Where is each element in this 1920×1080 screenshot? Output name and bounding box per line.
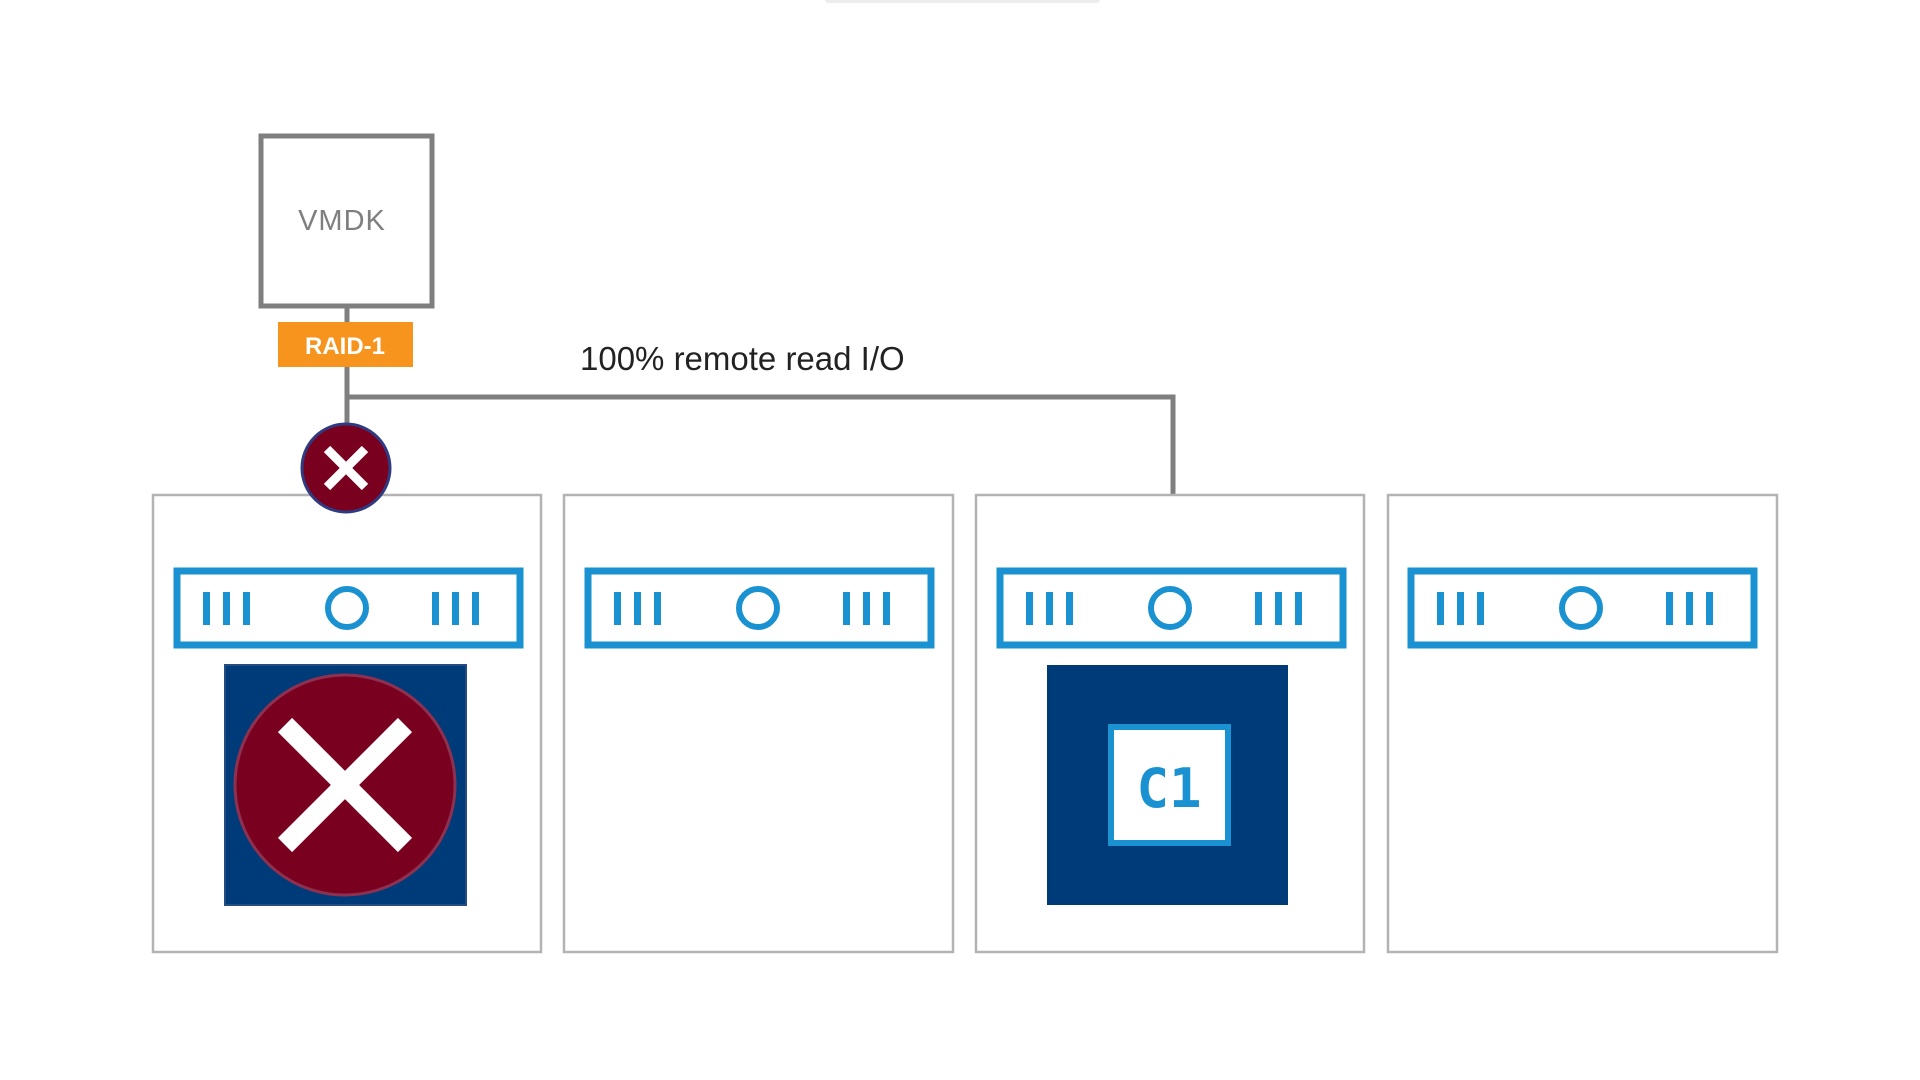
server-vent-bar	[1275, 592, 1282, 625]
server-vent-bar	[1686, 592, 1693, 625]
host-box-2	[562, 493, 955, 954]
server-vent-bar	[863, 592, 870, 625]
server-vent-bar	[1457, 592, 1464, 625]
server-icon	[996, 567, 1347, 649]
server-vent-bar	[1666, 592, 1673, 625]
component-disk: C1	[1047, 665, 1288, 905]
failed-disk	[224, 664, 467, 906]
server-icon	[584, 567, 935, 649]
server-frame	[996, 567, 1347, 649]
server-vent-bar	[1295, 592, 1302, 625]
raid-badge: RAID-1	[278, 322, 413, 367]
server-vent-bar	[203, 592, 210, 625]
server-vent-bar	[1046, 592, 1053, 625]
server-power-light	[1148, 586, 1192, 630]
server-vent-bar	[883, 592, 890, 625]
server-vent-bar	[634, 592, 641, 625]
remote-read-path	[347, 394, 1176, 532]
server-frame	[1407, 567, 1758, 649]
server-icons	[173, 567, 1758, 649]
server-vent-bar	[654, 592, 661, 625]
server-power-light	[736, 586, 780, 630]
failed-disk-x-icon	[277, 717, 413, 853]
path-failure-icon	[300, 422, 392, 514]
server-vent-bar	[1066, 592, 1073, 625]
remote-read-label: 100% remote read I/O	[580, 340, 905, 377]
server-vent-bar	[1026, 592, 1033, 625]
server-vent-bar	[843, 592, 850, 625]
server-icon	[1407, 567, 1758, 649]
path-failure-x-icon	[323, 445, 369, 491]
server-vent-bar	[1477, 592, 1484, 625]
server-frame	[173, 567, 524, 649]
host-box-4	[1386, 493, 1779, 954]
server-vent-bar	[1706, 592, 1713, 625]
server-vent-bar	[223, 592, 230, 625]
raid-badge-bg	[278, 322, 413, 367]
vmdk-label: VMDK	[298, 205, 386, 237]
server-vent-bar	[243, 592, 250, 625]
server-icon	[173, 567, 524, 649]
server-vent-bar	[1255, 592, 1262, 625]
server-vent-bar	[1437, 592, 1444, 625]
component-label-box	[1108, 724, 1231, 846]
server-vent-bar	[432, 592, 439, 625]
server-vent-bar	[614, 592, 621, 625]
server-power-light	[325, 586, 369, 630]
server-power-light	[1559, 586, 1603, 630]
server-vent-bar	[472, 592, 479, 625]
component-label: C1	[1136, 757, 1201, 820]
server-vent-bar	[452, 592, 459, 625]
vmdk-box	[258, 133, 435, 309]
server-frame	[584, 567, 935, 649]
top-tab	[825, 0, 1100, 3]
vmdk-object: VMDK	[258, 133, 435, 309]
raid-label: RAID-1	[305, 333, 385, 360]
